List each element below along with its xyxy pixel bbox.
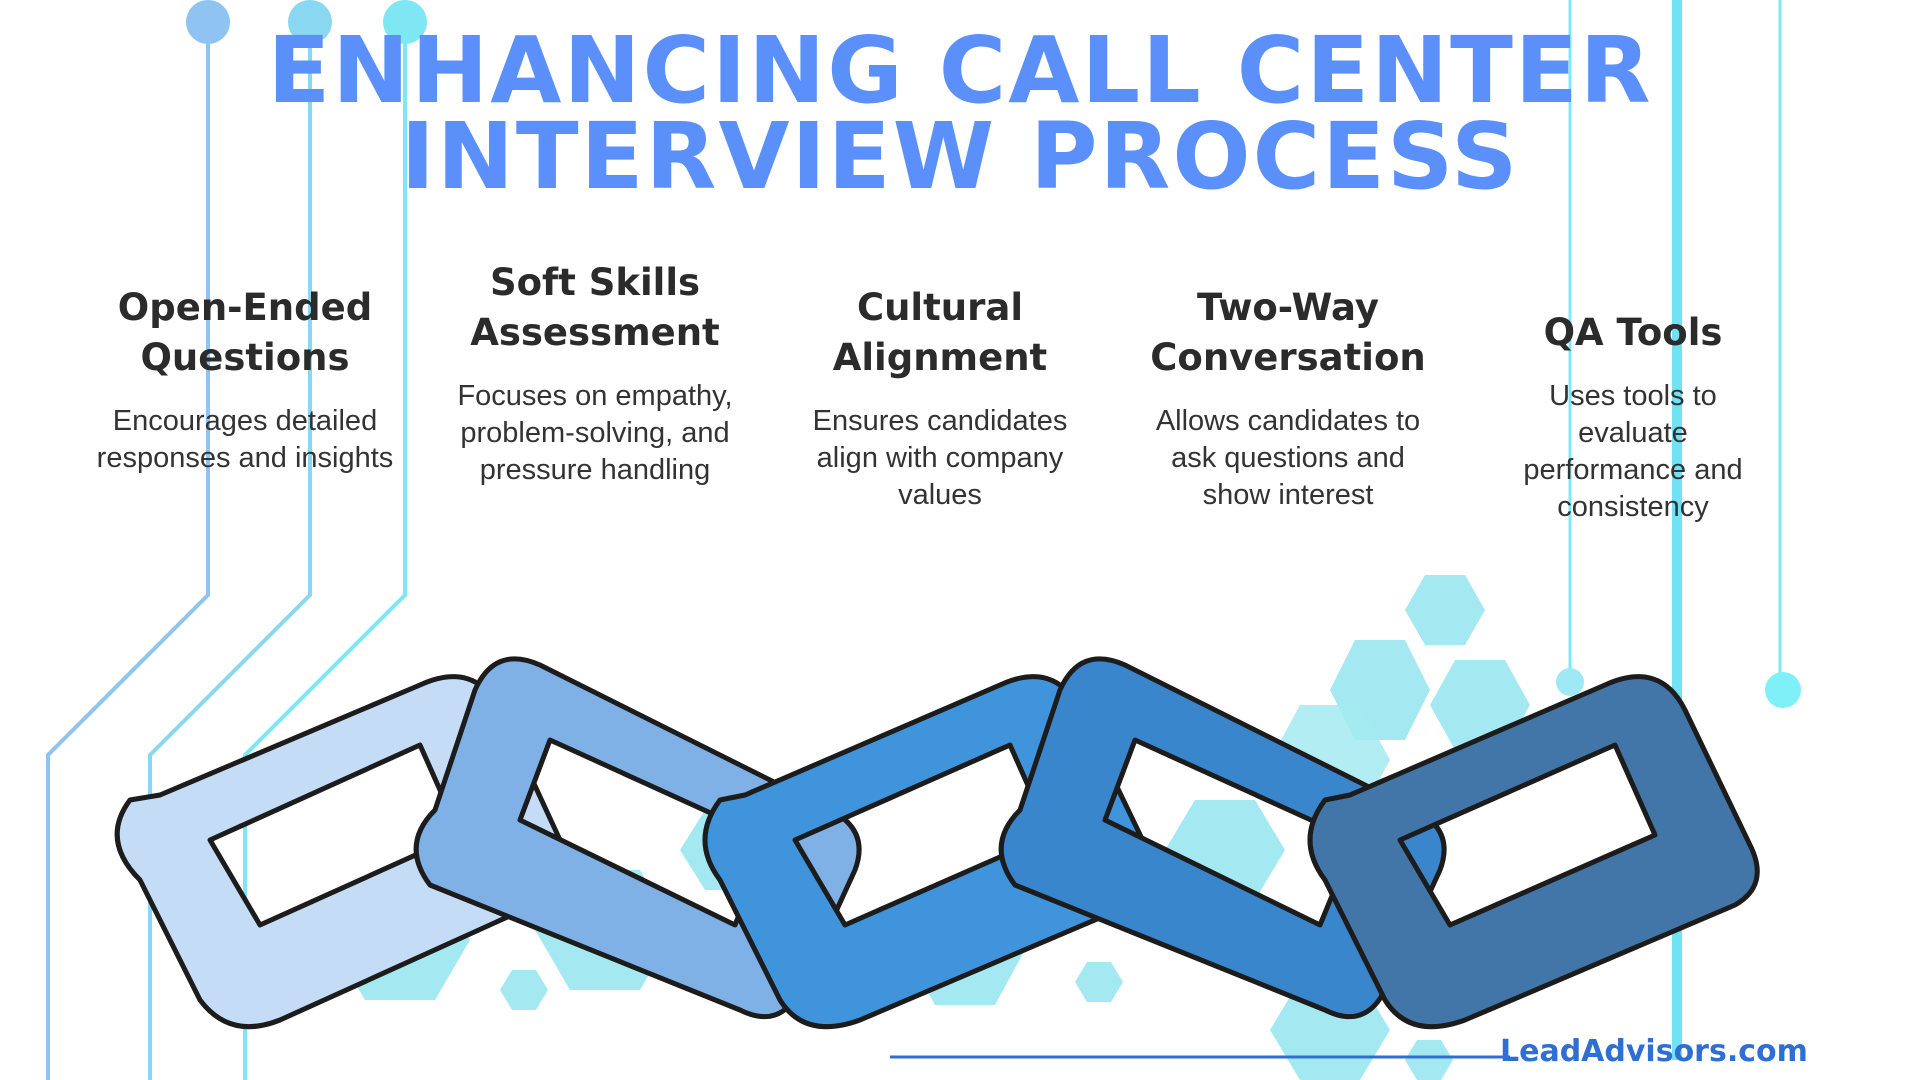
title-line-1: ENHANCING CALL CENTER [267,17,1653,124]
step-title: Two-Way Conversation [1150,286,1426,379]
chain-link-5 [1307,674,1760,1030]
brand-link[interactable]: LeadAdvisors.com [1500,1034,1808,1069]
circuit-node-right-2 [1556,668,1584,696]
step-title: QA Tools [1543,311,1723,354]
step-description: Ensures candidates align with company va… [812,405,1068,511]
chain [114,656,1760,1030]
circuit-node-3 [383,0,427,44]
circuit-node-1 [186,0,230,44]
step-title: Open-Ended Questions [117,286,373,379]
step-title: Soft Skills Assessment [470,261,720,354]
step-cultural-alignment: Cultural Alignment Ensures candidates al… [770,283,1110,514]
step-title: Cultural Alignment [832,286,1048,379]
circuit-node-2 [288,0,332,44]
page-title: ENHANCING CALL CENTER INTERVIEW PROCESS [0,17,1920,210]
step-description: Focuses on empathy, problem-solving, and… [457,380,733,486]
title-line-2: INTERVIEW PROCESS [400,103,1520,210]
step-open-ended-questions: Open-Ended Questions Encourages detailed… [75,283,415,477]
step-qa-tools: QA Tools Uses tools to evaluate performa… [1463,308,1803,526]
step-description: Allows candidates to ask questions and s… [1155,405,1421,511]
step-description: Uses tools to evaluate performance and c… [1523,380,1743,523]
circuit-lines-right [1568,0,1782,690]
step-soft-skills-assessment: Soft Skills Assessment Focuses on empath… [425,258,765,489]
step-description: Encourages detailed responses and insigh… [96,405,394,474]
step-two-way-conversation: Two-Way Conversation Allows candidates t… [1118,283,1458,514]
circuit-node-right [1765,672,1801,708]
